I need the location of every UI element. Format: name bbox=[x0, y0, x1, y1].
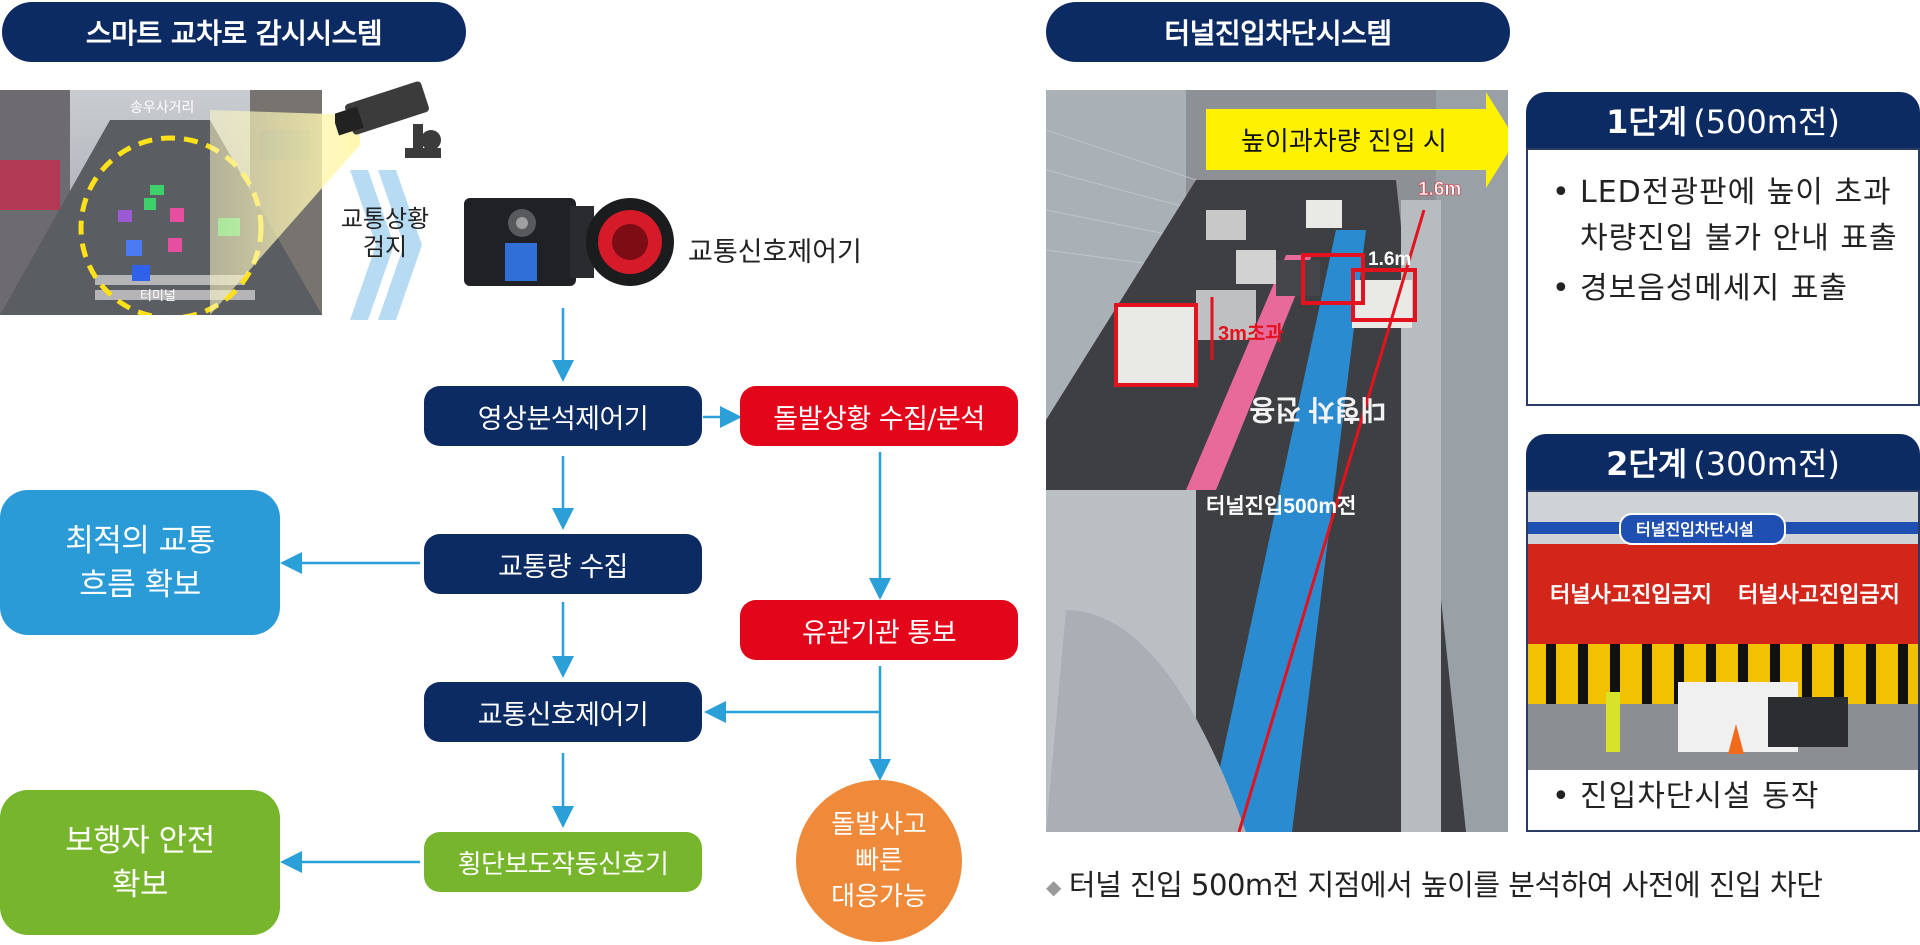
stage1-box: LED전광판에 높이 초과차량진입 불가 안내 표출 경보음성메세지 표출 bbox=[1526, 148, 1920, 406]
cctv-camera-icon bbox=[335, 81, 441, 158]
stage1-bullet: LED전광판에 높이 초과차량진입 불가 안내 표출 bbox=[1546, 170, 1908, 262]
stage2-banner-1: 터널사고진입금지 bbox=[1550, 582, 1712, 607]
highway-photo: 높이과차량 진입 시 1.6m 1.6m 3m초과 대형차 전용 터널진입500… bbox=[1046, 90, 1508, 832]
agency-notify-node: 유관기관 통보 bbox=[740, 600, 1018, 660]
detect-label: 교통상황 검지 bbox=[340, 205, 430, 261]
height-over-arrow-text: 높이과차량 진입 시 bbox=[1241, 126, 1447, 156]
stage2-box: 터널진입차단시설 터널사고진입금지 터널사고진입금지 진입차단시설 동작 bbox=[1526, 490, 1920, 832]
photo-crosswalk-text: 터미널 bbox=[140, 288, 176, 303]
stage2-banner-2: 터널사고진입금지 bbox=[1738, 582, 1900, 607]
video-analysis-controller: 영상분석제어기 bbox=[424, 386, 702, 446]
camera-label: 교통신호제어기 bbox=[688, 237, 862, 268]
height-label-3: 3m초과 bbox=[1218, 322, 1284, 345]
outcome-pedestrian-safety: 보행자 안전 확보 bbox=[0, 790, 280, 935]
road-marking-text: 대형차 전용 bbox=[1249, 394, 1386, 425]
diamond-icon: ◆ bbox=[1046, 875, 1061, 899]
detection-chevrons-icon bbox=[350, 170, 422, 320]
stage2-photo: 터널진입차단시설 터널사고진입금지 터널사고진입금지 bbox=[1528, 492, 1918, 770]
stage2-bullet: 진입차단시설 동작 bbox=[1546, 774, 1819, 820]
footnote: ◆터널 진입 500m전 지점에서 높이를 분석하여 사전에 진입 차단 bbox=[1046, 868, 1823, 902]
camera-beam bbox=[210, 110, 360, 315]
stage1-bullet: 경보음성메세지 표출 bbox=[1546, 266, 1908, 312]
stage2-header: 2단계(300m전) bbox=[1526, 434, 1920, 490]
outcome-quick-response: 돌발사고 빠른 대응가능 bbox=[796, 780, 962, 942]
stage2-sign-text: 터널진입차단시설 bbox=[1636, 521, 1754, 539]
height-label-1: 1.6m bbox=[1418, 179, 1461, 200]
height-label-2: 1.6m bbox=[1368, 249, 1411, 270]
signal-camera-icon bbox=[464, 198, 674, 286]
distance-label: 터널진입500m전 bbox=[1206, 495, 1356, 518]
signal-controller-node: 교통신호제어기 bbox=[424, 682, 702, 742]
outcome-traffic-flow: 최적의 교통 흐름 확보 bbox=[0, 490, 280, 635]
flow-arrows bbox=[280, 308, 891, 873]
photo-sign-text: 송우사거리 bbox=[130, 99, 194, 115]
stage1-header: 1단계(500m전) bbox=[1526, 92, 1920, 148]
left-section-title: 스마트 교차로 감시시스템 bbox=[2, 2, 466, 62]
incident-collection-node: 돌발상황 수집/분석 bbox=[740, 386, 1018, 446]
crosswalk-signal-node: 횡단보도작동신호기 bbox=[424, 832, 702, 892]
traffic-volume-node: 교통량 수집 bbox=[424, 534, 702, 594]
right-section-title: 터널진입차단시스템 bbox=[1046, 2, 1510, 62]
